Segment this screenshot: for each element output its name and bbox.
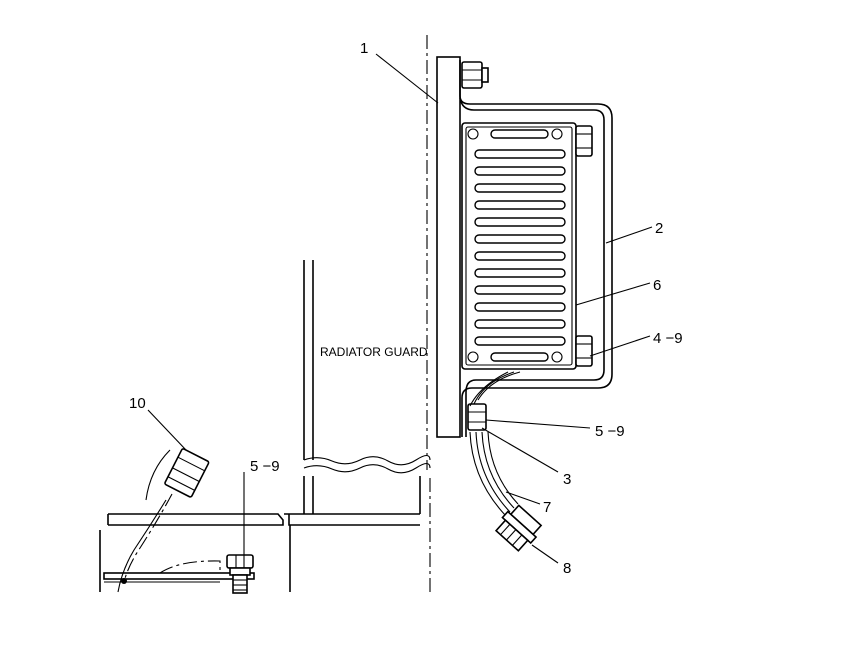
mounting-plate bbox=[436, 56, 461, 438]
callout-3: 3 bbox=[563, 471, 571, 488]
lower-frame bbox=[99, 513, 420, 592]
cooling-slots bbox=[474, 129, 566, 362]
temperature-sensor bbox=[117, 448, 210, 593]
radiator-guard-label: RADIATOR GUARD bbox=[320, 345, 428, 359]
callout-4-9: 4 −9 bbox=[653, 330, 683, 347]
callouts: 1 2 6 4 −9 5 −9 3 7 8 10 5 −9 bbox=[129, 40, 683, 577]
callout-6: 6 bbox=[653, 277, 661, 294]
radiator-guard: RADIATOR GUARD bbox=[303, 260, 431, 514]
resistor-box bbox=[461, 122, 593, 370]
wire-harness bbox=[469, 371, 521, 517]
callout-8: 8 bbox=[563, 560, 571, 577]
callout-5-9-right: 5 −9 bbox=[595, 423, 625, 440]
leader-lines bbox=[147, 53, 653, 564]
bracket bbox=[459, 60, 613, 437]
top-mounting-bolt bbox=[461, 61, 489, 89]
frame-nut-bolt bbox=[226, 554, 254, 594]
mounting-plane-centerline bbox=[426, 35, 431, 592]
lower-bolt bbox=[467, 403, 487, 431]
callout-10: 10 bbox=[129, 395, 146, 412]
callout-2: 2 bbox=[655, 220, 663, 237]
wire-connector bbox=[494, 504, 543, 552]
callout-7: 7 bbox=[543, 499, 551, 516]
callout-5-9-left: 5 −9 bbox=[250, 458, 280, 475]
callout-1: 1 bbox=[360, 40, 368, 57]
